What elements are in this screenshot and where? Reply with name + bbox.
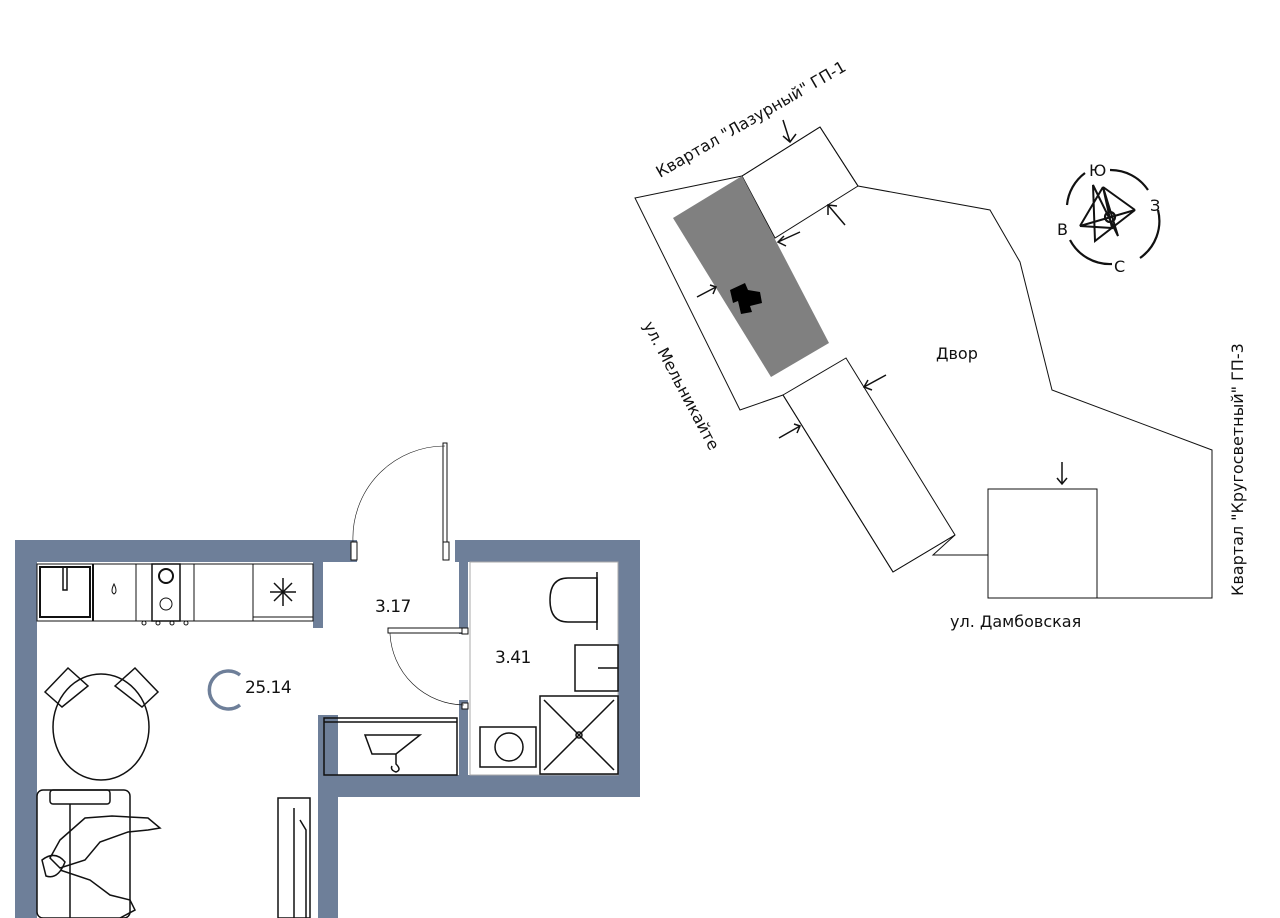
main-room-area: 25.14 bbox=[245, 678, 291, 698]
bathroom-fixtures bbox=[469, 561, 619, 776]
room-type-letter-shape bbox=[207, 669, 242, 711]
compass-west: З bbox=[1150, 196, 1160, 215]
compass-east: В bbox=[1057, 220, 1068, 239]
label-kvartal-krugosvetny: Квартал "Кругосветный" ГП-3 bbox=[1228, 343, 1247, 596]
shower-tray bbox=[539, 695, 619, 775]
kitchen-counter bbox=[36, 563, 314, 626]
lower-building bbox=[987, 488, 1098, 599]
water-drop-icon bbox=[111, 582, 117, 595]
bathroom-door[interactable] bbox=[387, 627, 469, 710]
entrance-arrows bbox=[696, 119, 1068, 486]
people-figures bbox=[41, 815, 162, 918]
label-kvartal-lazurny: Квартал "Лазурный" ГП-1 bbox=[653, 57, 850, 182]
room-type-letter: С bbox=[0, 0, 1, 1]
stove bbox=[151, 563, 181, 622]
site-plan bbox=[634, 119, 1213, 599]
apartment-marker bbox=[730, 283, 762, 314]
hall-area: 3.17 bbox=[375, 597, 411, 617]
compass bbox=[1065, 168, 1161, 266]
toilet bbox=[549, 577, 598, 623]
walls bbox=[15, 540, 640, 918]
long-building bbox=[782, 357, 956, 573]
compass-north: С bbox=[1114, 257, 1125, 276]
washing-machine bbox=[479, 726, 537, 768]
entrance-door[interactable] bbox=[350, 442, 450, 561]
upper-building bbox=[741, 126, 859, 239]
tv-unit bbox=[277, 797, 311, 918]
compass-south: Ю bbox=[1089, 161, 1106, 180]
compass-star-icon bbox=[1079, 184, 1136, 243]
label-street-melnikaite: ул. Мельникайте bbox=[639, 318, 723, 453]
sofa bbox=[36, 789, 162, 918]
freezer-snowflake-icon bbox=[270, 578, 296, 606]
target-building bbox=[673, 176, 829, 377]
bathroom-area: 3.41 bbox=[495, 648, 531, 668]
dining-table bbox=[43, 666, 160, 781]
label-street-dambovskaya: ул. Дамбовская bbox=[950, 612, 1081, 631]
wardrobe bbox=[323, 717, 458, 776]
hanger-icon bbox=[363, 734, 423, 773]
label-yard: Двор bbox=[936, 344, 978, 363]
